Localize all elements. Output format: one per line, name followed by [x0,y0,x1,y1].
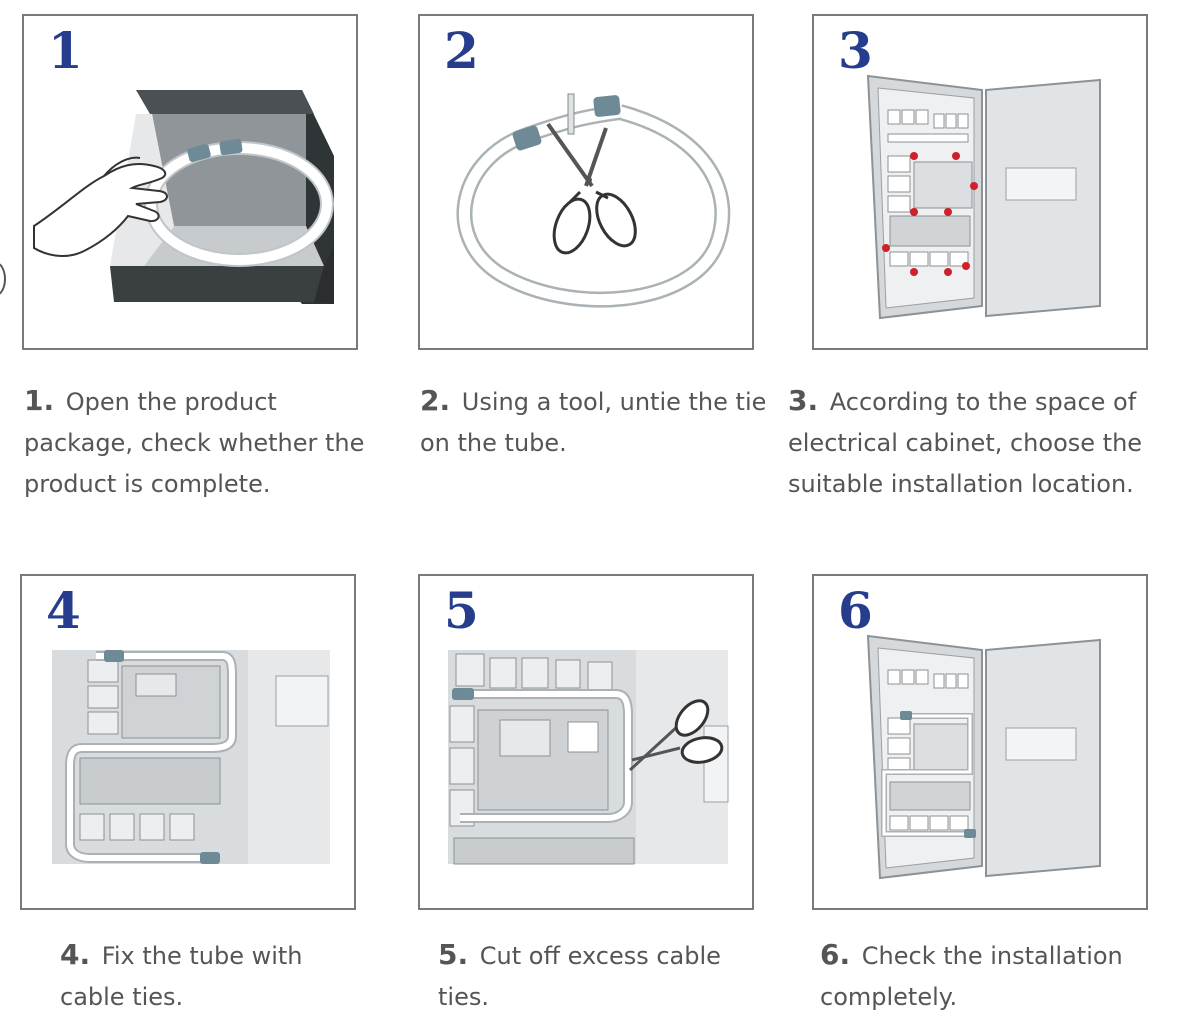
step-2-caption-text: Using a tool, untie the tie on the tube. [420,388,767,457]
step-6-caption: 6. Check the installation completely. [820,934,1180,1018]
step-2-panel: 2 [418,14,754,350]
step-6-number: 6 [838,581,873,640]
step-3-panel: 3 [812,14,1148,350]
step-1-caption: 1. Open the product package, check wheth… [24,380,369,505]
step-6-caption-text: Check the installation completely. [820,942,1123,1011]
step-1-panel: 1 [22,14,358,350]
step-5-number: 5 [444,581,479,640]
step-6-caption-number: 6. [820,938,851,971]
step-1-number: 1 [48,21,83,80]
cut-ties-icon [448,650,729,865]
scissors-tube-icon [456,93,731,308]
step-4-caption: 4. Fix the tube with cable ties. [60,934,360,1018]
step-2-caption: 2. Using a tool, untie the tie on the tu… [420,380,768,464]
step-5-caption-number: 5. [438,938,469,971]
step-3-caption: 3. According to the space of electrical … [788,380,1188,505]
step-4-caption-text: Fix the tube with cable ties. [60,942,303,1011]
step-5-panel: 5 [418,574,754,910]
step-2-caption-number: 2. [420,384,451,417]
cabinet-installed-icon [866,634,1101,880]
step-3-number: 3 [838,21,873,80]
edge-mark [0,262,6,296]
step-1-caption-text: Open the product package, check whether … [24,388,365,498]
cabinet-icon [866,74,1101,320]
step-5-caption-text: Cut off excess cable ties. [438,942,721,1011]
step-4-caption-number: 4. [60,938,91,971]
open-box-icon [33,90,334,304]
step-2-number: 2 [444,21,479,80]
step-3-caption-text: According to the space of electrical cab… [788,388,1143,498]
step-3-caption-number: 3. [788,384,819,417]
step-1-caption-number: 1. [24,384,55,417]
step-4-panel: 4 [20,574,356,910]
step-6-panel: 6 [812,574,1148,910]
step-5-caption: 5. Cut off excess cable ties. [438,934,768,1018]
step-4-number: 4 [46,581,81,640]
cabinet-closeup-icon [52,650,330,864]
